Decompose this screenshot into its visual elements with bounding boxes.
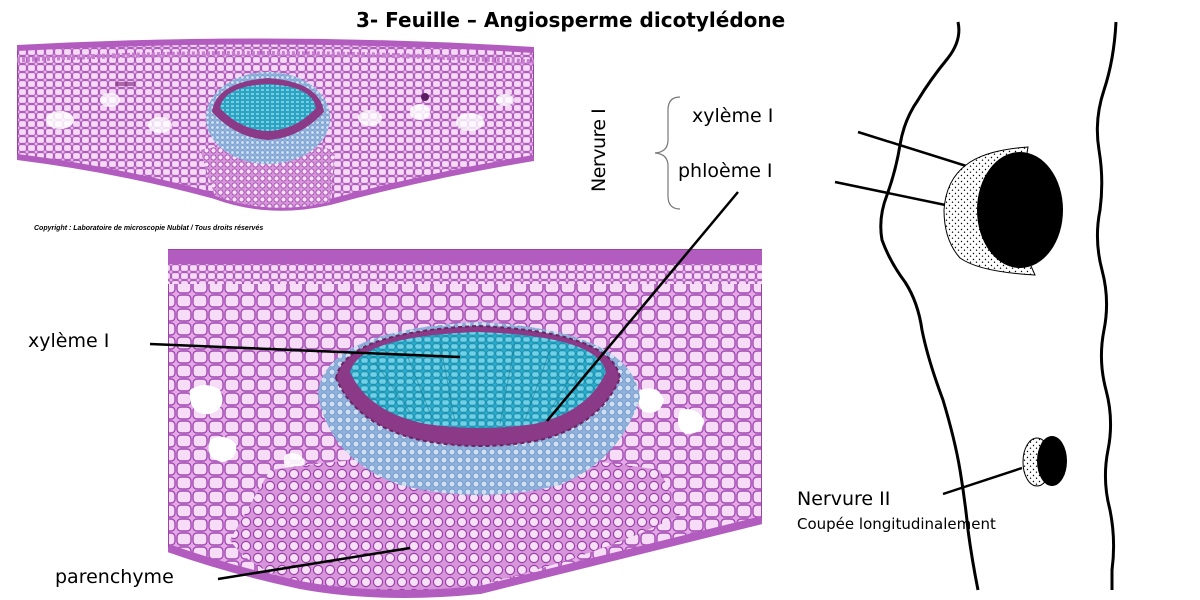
label-phloem: phloème I bbox=[678, 160, 773, 182]
nervure1-xylem-drawing bbox=[977, 152, 1063, 268]
copyright-notice: Copyright : Laboratoire de microscopie N… bbox=[34, 225, 263, 232]
nervure1-bracket bbox=[655, 97, 680, 209]
label-xylem-diagram: xylème I bbox=[692, 105, 773, 127]
micrograph-bottom bbox=[168, 240, 762, 600]
leader-nervure2 bbox=[943, 468, 1022, 494]
label-coupee-longitudinalement: Coupée longitudinalement bbox=[797, 515, 996, 533]
nervure2-xylem-drawing bbox=[1037, 436, 1067, 486]
label-parenchyme: parenchyme bbox=[55, 566, 174, 588]
page-title: 3- Feuille – Angiosperme dicotylédone bbox=[356, 8, 785, 32]
label-nervure2: Nervure II bbox=[797, 488, 890, 510]
leader-phloem-diagram bbox=[835, 182, 955, 207]
label-xylem-micrograph: xylème I bbox=[28, 330, 109, 352]
right-margin-line bbox=[1097, 22, 1116, 590]
micrograph-top bbox=[17, 41, 534, 207]
leaf-outline-drawing bbox=[881, 22, 1116, 590]
left-margin-line bbox=[881, 22, 978, 590]
label-nervure1: Nervure I bbox=[588, 109, 610, 192]
